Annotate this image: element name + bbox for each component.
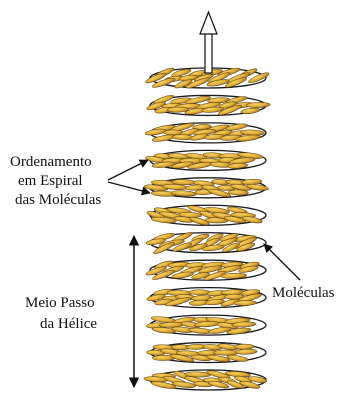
half-pitch-label-line2: da Hélice (40, 316, 97, 332)
director-arrow-icon (200, 12, 217, 73)
helix-layer (145, 122, 266, 143)
ordering-pointer-upper (108, 160, 148, 180)
ordering-label-line3: das Moléculas (15, 192, 101, 208)
molecules-pointer (264, 244, 300, 280)
helix-layer (146, 204, 266, 227)
molecule (234, 300, 257, 306)
molecule (235, 344, 255, 350)
helix-layer (144, 178, 269, 199)
molecule (213, 350, 238, 355)
half-pitch-label-line1: Meio Passo (25, 295, 95, 311)
helix-layer (146, 231, 266, 256)
molecule (228, 190, 248, 196)
helix-stack (144, 66, 270, 390)
helix-layer (146, 315, 266, 335)
helix-layer (146, 94, 270, 117)
helix-layer (145, 259, 266, 282)
helix-layer (147, 343, 266, 364)
molecules-label: Moléculas (272, 285, 335, 301)
helix-layer (146, 288, 266, 308)
ordering-pointer-lower (108, 182, 150, 193)
ordering-label-line1: Ordenamento (10, 154, 92, 170)
ordering-label-line2: em Espiral (18, 173, 83, 189)
helix-layer (144, 369, 268, 390)
helix-layer (145, 150, 266, 170)
